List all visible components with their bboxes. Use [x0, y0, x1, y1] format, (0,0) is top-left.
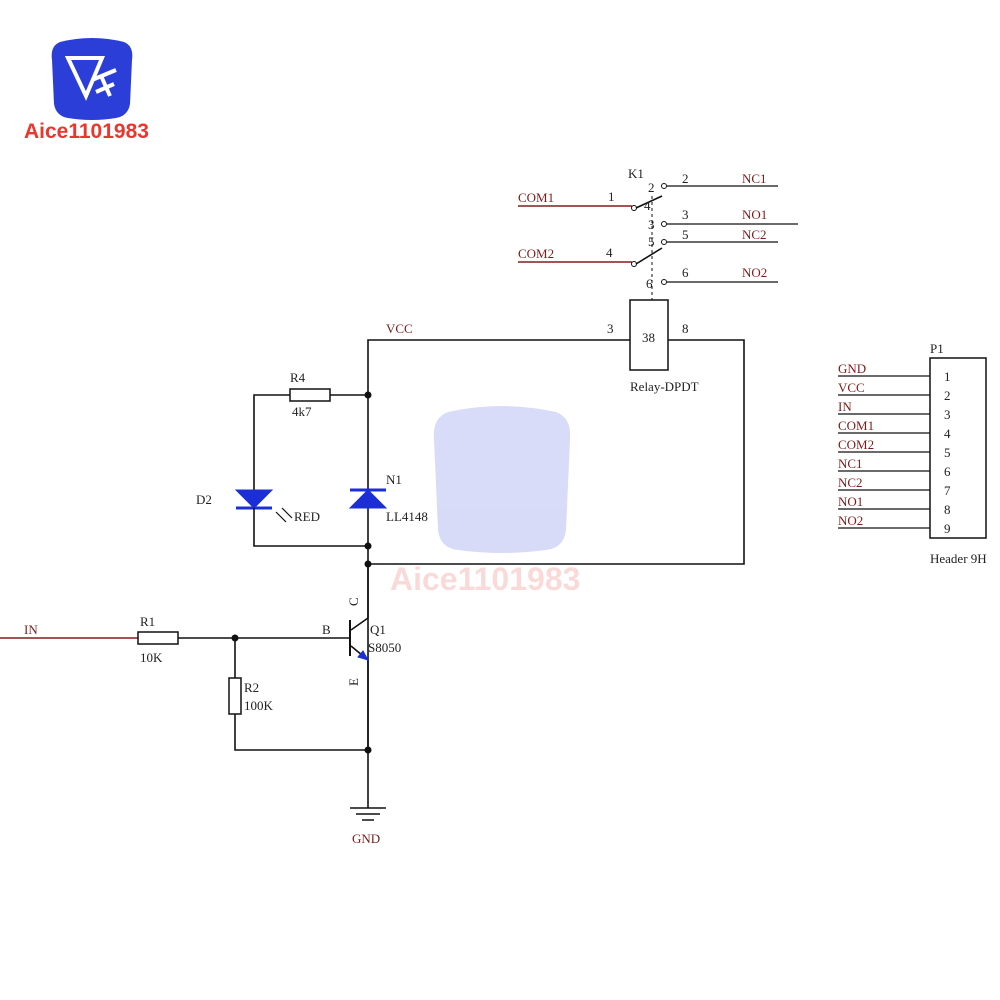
header-pin-row: COM1 4 — [838, 418, 951, 441]
svg-text:3: 3 — [682, 207, 689, 222]
header-pin-net: IN — [838, 399, 852, 414]
svg-text:6: 6 — [682, 265, 689, 280]
svg-text:38: 38 — [642, 330, 655, 345]
header-pin-number: 6 — [944, 464, 951, 479]
header-pin-number: 9 — [944, 521, 951, 536]
resistor-r2: R2 100K — [228, 638, 368, 751]
svg-text:3: 3 — [607, 321, 614, 336]
header-pin-row: COM2 5 — [838, 437, 951, 460]
header-pin-number: 8 — [944, 502, 951, 517]
header-pin-net: COM1 — [838, 418, 874, 433]
net-no1-label: NO1 — [742, 207, 767, 222]
svg-text:5: 5 — [648, 234, 655, 249]
svg-text:2: 2 — [648, 180, 655, 195]
svg-text:8: 8 — [682, 321, 689, 336]
svg-text:D2: D2 — [196, 492, 212, 507]
transistor-q1: Q1 S8050 C B E — [322, 564, 401, 750]
net-no2-label: NO2 — [742, 265, 767, 280]
header-pin-row: GND 1 — [838, 361, 951, 384]
header-pin-net: NO2 — [838, 513, 863, 528]
header-pin-net: VCC — [838, 380, 865, 395]
header-pin-row: IN 3 — [838, 399, 951, 422]
resistor-r4: R4 4k7 — [253, 370, 368, 490]
svg-text:P1: P1 — [930, 341, 944, 356]
relay-value: Relay-DPDT — [630, 379, 699, 394]
svg-text:LL4148: LL4148 — [386, 509, 428, 524]
diode-n1: N1 LL4148 — [348, 472, 428, 524]
svg-text:E: E — [346, 678, 361, 686]
header-pin-row: NO1 8 — [838, 494, 951, 517]
brand-logo: Aice1101983 — [24, 38, 149, 143]
header-pin-net: NO1 — [838, 494, 863, 509]
header-pin-number: 3 — [944, 407, 951, 422]
header-pin-row: NC2 7 — [838, 475, 951, 498]
svg-text:4k7: 4k7 — [292, 404, 312, 419]
svg-text:N1: N1 — [386, 472, 402, 487]
svg-text:10K: 10K — [140, 650, 163, 665]
relay-ref: K1 — [628, 166, 644, 181]
svg-text:Aice1101983: Aice1101983 — [390, 561, 580, 597]
header-pin-row: VCC 2 — [838, 380, 951, 403]
svg-text:100K: 100K — [244, 698, 274, 713]
resistor-r1: IN R1 10K — [0, 614, 350, 665]
net-nc1-label: NC1 — [742, 171, 767, 186]
header-pin-number: 5 — [944, 445, 951, 460]
header-pin-number: 1 — [944, 369, 951, 384]
header-pin-number: 7 — [944, 483, 951, 498]
header-pin-net: NC2 — [838, 475, 863, 490]
svg-text:3: 3 — [648, 217, 655, 232]
header-pin-row: NO2 9 — [838, 513, 951, 536]
net-com2-label: COM2 — [518, 246, 554, 261]
ground-symbol: GND — [350, 750, 386, 846]
header-p1: P1 Header 9H GND1VCC2IN3COM14COM25NC16NC… — [838, 341, 987, 566]
svg-text:R2: R2 — [244, 680, 259, 695]
svg-text:RED: RED — [294, 509, 320, 524]
svg-text:B: B — [322, 622, 331, 637]
svg-text:Q1: Q1 — [370, 622, 386, 637]
svg-text:4: 4 — [606, 245, 613, 260]
svg-text:Header 9H: Header 9H — [930, 551, 987, 566]
watermark: Aice1101983 — [390, 406, 580, 597]
svg-text:2: 2 — [682, 171, 689, 186]
header-pin-number: 2 — [944, 388, 951, 403]
svg-text:C: C — [346, 597, 361, 606]
svg-text:5: 5 — [682, 227, 689, 242]
relay-k1: K1 COM1 1 2 2 NC1 4 3 3 NO1 5 5 NC2 COM2… — [518, 166, 798, 300]
header-pin-net: NC1 — [838, 456, 863, 471]
net-com1-label: COM1 — [518, 190, 554, 205]
svg-text:4: 4 — [644, 198, 651, 213]
svg-text:GND: GND — [352, 831, 380, 846]
net-nc2-label: NC2 — [742, 227, 767, 242]
svg-text:R1: R1 — [140, 614, 155, 629]
brand-logo-text: Aice1101983 — [24, 120, 149, 143]
header-pin-number: 4 — [944, 426, 951, 441]
relay-coil: 38 3 8 Relay-DPDT — [607, 299, 699, 394]
svg-text:1: 1 — [608, 189, 615, 204]
header-pin-row: NC1 6 — [838, 456, 951, 479]
net-vcc-label: VCC — [386, 321, 413, 336]
svg-text:R4: R4 — [290, 370, 306, 385]
led-d2: D2 RED — [196, 489, 368, 547]
net-in-label: IN — [24, 622, 38, 637]
header-pin-net: GND — [838, 361, 866, 376]
svg-text:6: 6 — [646, 276, 653, 291]
svg-text:S8050: S8050 — [368, 640, 401, 655]
header-pin-net: COM2 — [838, 437, 874, 452]
